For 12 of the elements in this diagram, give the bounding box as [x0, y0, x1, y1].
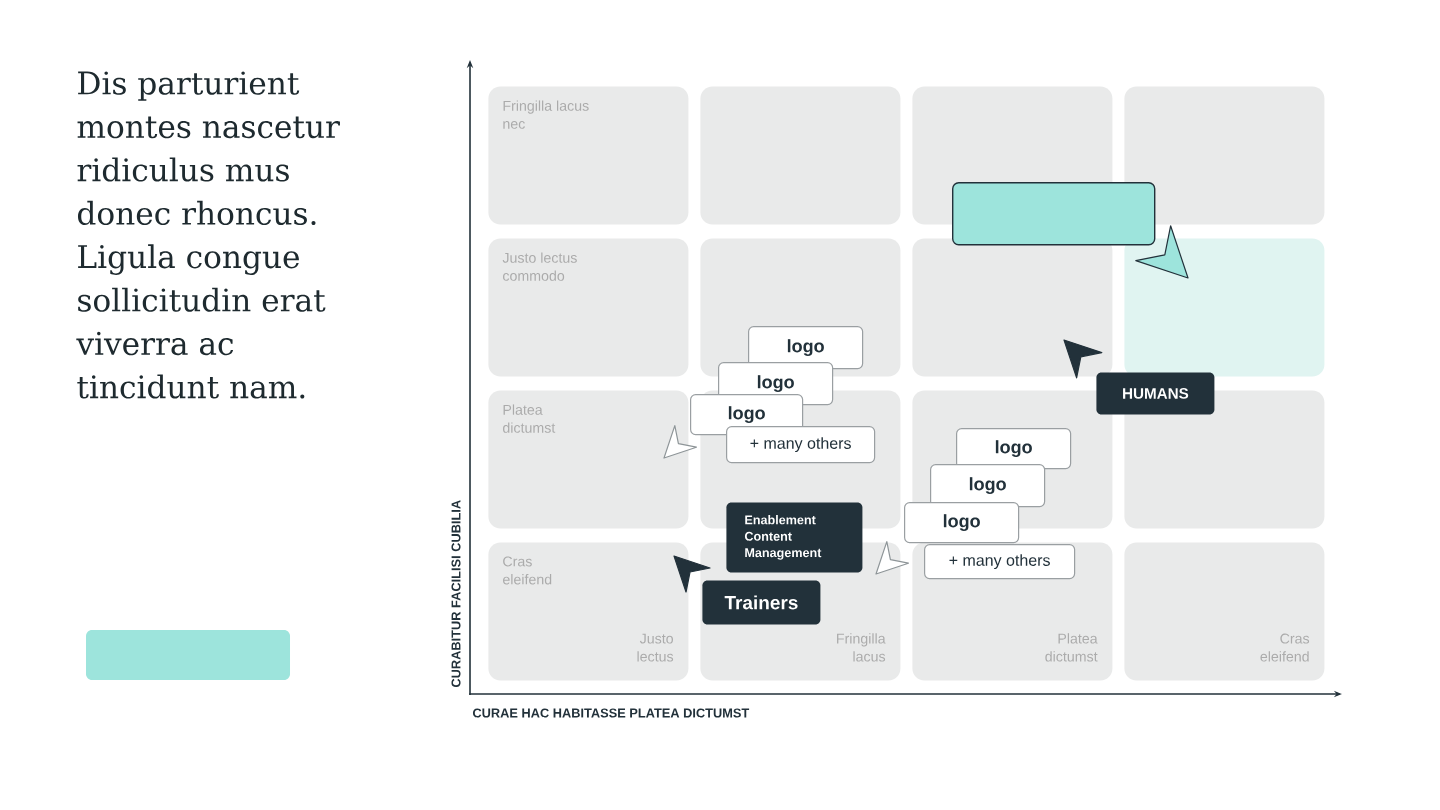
label-tag: Trainers	[702, 580, 821, 625]
chip: logo	[930, 464, 1046, 508]
chip: + many others	[924, 544, 1076, 580]
chip: logo	[904, 502, 1020, 544]
matrix-cell	[1124, 86, 1325, 225]
label-tag	[952, 182, 1156, 246]
intro-paragraph: Dis parturient montes nascetur ridiculus mus donec rhoncus. Ligula congue sollicitudin erat viverra ac tincidunt nam.	[76, 71, 340, 399]
matrix-cell	[912, 238, 1113, 377]
matrix-cell	[1124, 390, 1325, 529]
chip: logo	[956, 428, 1072, 470]
chip: + many others	[726, 426, 876, 464]
matrix-cell	[1124, 238, 1325, 377]
